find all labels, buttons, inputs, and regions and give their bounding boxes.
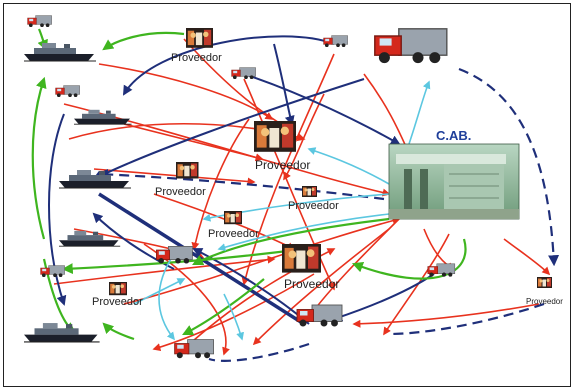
supplier-label: Proveedor	[208, 228, 259, 240]
supplier-icon	[254, 121, 296, 152]
ship-icon	[58, 230, 121, 247]
supplier-label: Proveedor	[155, 186, 206, 198]
flow-diagram: C.AB. Proveedor Proveedor Proveedor Prov…	[23, 15, 563, 362]
supplier-label: Proveedor	[171, 52, 222, 64]
supplier-icon	[176, 162, 199, 179]
supplier-icon	[109, 282, 127, 296]
supplier-label: Proveedor	[92, 296, 143, 308]
truck-icon	[296, 304, 343, 328]
supplier-label: Proveedor	[288, 200, 339, 212]
supplier-label: Proveedor	[526, 297, 563, 306]
truck-icon	[27, 15, 52, 28]
ship-icon	[58, 169, 132, 189]
cyan-flow-lines	[133, 80, 431, 341]
truck-icon	[231, 67, 257, 80]
supplier-icon	[282, 244, 321, 273]
factory-icon	[388, 143, 520, 220]
supplier-icon	[302, 186, 317, 197]
truck-icon	[323, 35, 349, 48]
hub-title: C.AB.	[436, 128, 471, 143]
supplier-label: Proveedor	[255, 158, 310, 172]
truck-icon	[40, 265, 65, 278]
dashed-blue-lines	[96, 67, 560, 362]
supplier-label: Proveedor	[284, 277, 339, 291]
truck-icon	[173, 338, 215, 359]
ship-icon	[23, 42, 97, 62]
supplier-icon	[537, 277, 552, 288]
diagram-frame: C.AB. Proveedor Proveedor Proveedor Prov…	[3, 3, 571, 387]
truck-icon	[55, 85, 80, 98]
truck-icon	[427, 263, 456, 278]
blue-flow-lines	[48, 35, 435, 325]
ship-icon	[73, 109, 133, 125]
supplier-icon	[186, 28, 213, 48]
truck-icon	[373, 27, 448, 65]
ship-icon	[23, 322, 101, 343]
supplier-icon	[224, 211, 242, 225]
truck-icon	[155, 245, 193, 265]
